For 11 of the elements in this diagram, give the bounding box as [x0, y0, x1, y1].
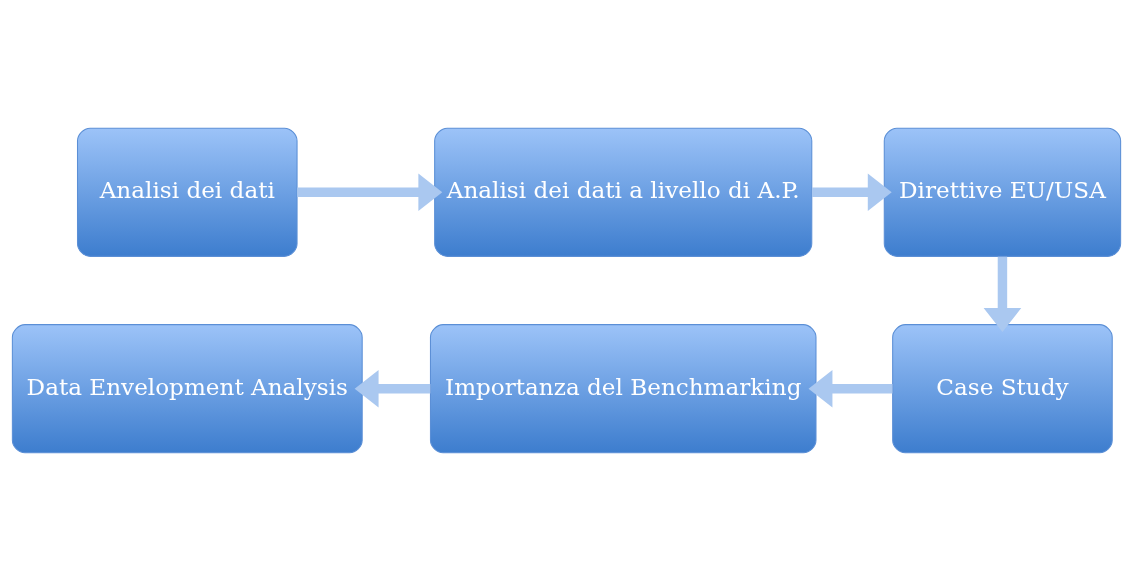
- arrow: [808, 369, 893, 408]
- arrow: [983, 256, 1022, 332]
- node-box: Direttive EU/USA: [883, 127, 1122, 257]
- node-box: Analisi dei dati: [76, 127, 298, 257]
- node-box: Importanza del Benchmarking: [429, 323, 817, 453]
- node-box: Data Envelopment Analysis: [11, 323, 363, 453]
- node-box: Case Study: [892, 323, 1113, 453]
- arrow: [812, 172, 892, 211]
- arrow: [354, 369, 431, 408]
- arrow: [297, 172, 443, 211]
- node-box: Analisi dei dati a livello di A.P.: [434, 127, 813, 257]
